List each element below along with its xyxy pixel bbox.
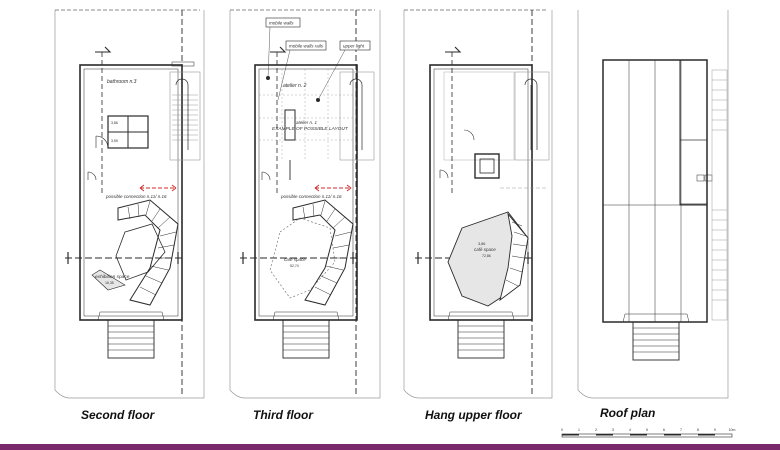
scale-segment [698, 434, 715, 436]
label-exhibition-space: exhibition space [95, 274, 130, 280]
scale-segment [596, 434, 613, 436]
label-cafe-area-3f: 52,74 [290, 264, 299, 268]
scale-tick-label: 8 [697, 428, 699, 432]
scale-segment [562, 434, 579, 436]
scale-tick-label: 4 [629, 428, 631, 432]
scale-tick-label: 1 [578, 428, 580, 432]
label-small-area-1: 3,86 [111, 121, 118, 125]
label-connection-2f: possible connection n.11/ n.16 [105, 194, 167, 199]
callout-upper-light: upper light [343, 44, 365, 49]
label-small-area-2: 3,55 [111, 139, 118, 143]
caption-second-floor: Second floor [81, 408, 155, 422]
scale-tick-label: 2 [595, 428, 597, 432]
label-connection-3f: possible connection n.11/ n.16 [280, 194, 342, 199]
scale-tick-label: 6 [663, 428, 665, 432]
scale-segment [630, 434, 647, 436]
plan-hang-upper-floor [403, 9, 553, 399]
bottom-bar [0, 444, 780, 450]
label-height-hang: 3,86 [478, 242, 485, 246]
scale-tick-label: 0 [561, 428, 563, 432]
callout-mobile-walls-rails: mobile walls rails [289, 44, 324, 49]
plan-roof [577, 10, 729, 399]
label-atelier-2: atelier n. 2 [283, 83, 307, 89]
label-cafe-area-hang: 72,86 [482, 254, 491, 258]
scale-tick-label: 10m [729, 428, 736, 432]
label-cafe-space-3f: café space [284, 257, 306, 262]
scale-tick-label: 9 [714, 428, 716, 432]
caption-third-floor: Third floor [253, 408, 313, 422]
label-bathroom: bathroom n.3 [107, 79, 137, 85]
caption-hang-upper-floor: Hang upper floor [425, 408, 522, 422]
caption-roof-plan: Roof plan [600, 406, 656, 420]
plan-third-floor [229, 9, 381, 399]
scale-segment [664, 434, 681, 436]
scale-tick-label: 7 [680, 428, 682, 432]
plan-second-floor [54, 9, 205, 399]
label-exhibition-area: 16,35 [105, 281, 114, 285]
label-possible-layout: EXAMPLE OF POSSIBLE LAYOUT [272, 126, 349, 132]
scale-bar: 0 1 2 3 4 5 6 7 8 9 10m [561, 428, 736, 438]
label-atelier-1: atelier n. 1 [296, 120, 318, 125]
scale-tick-label: 3 [612, 428, 614, 432]
callout-mobile-walls: mobile walls [269, 21, 294, 26]
label-cafe-space-hang: café space [474, 247, 496, 252]
scale-tick-label: 5 [646, 428, 648, 432]
